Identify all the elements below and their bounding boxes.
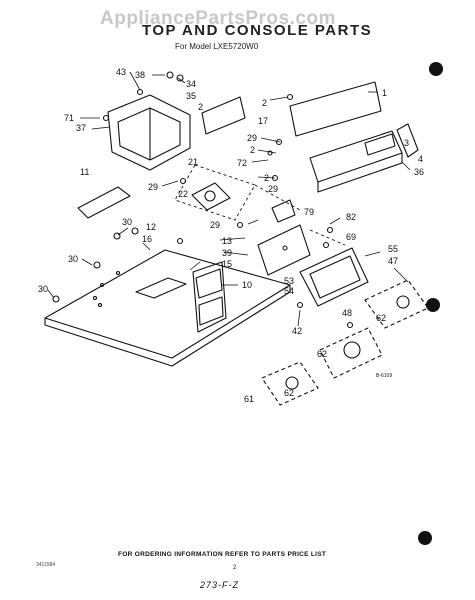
callout-62-b: 62 — [317, 349, 327, 359]
ordering-note: FOR ORDERING INFORMATION REFER TO PARTS … — [118, 551, 327, 558]
callout-numbers: 43 38 34 35 2 71 37 17 2 1 29 2 72 3 4 3… — [38, 67, 424, 404]
knob-group-61 — [261, 361, 319, 406]
callout-17: 17 — [258, 116, 268, 126]
callout-30-c: 30 — [38, 284, 48, 294]
top-panel — [44, 249, 291, 367]
callout-30-b: 30 — [68, 254, 78, 264]
callout-29-c: 29 — [148, 182, 158, 192]
callout-38: 38 — [135, 70, 145, 80]
callout-61: 61 — [244, 394, 254, 404]
callout-69: 69 — [346, 232, 356, 242]
lint-filter-housing — [299, 247, 369, 307]
corner-code: 3411584 — [36, 562, 56, 568]
console-end-left — [107, 94, 191, 171]
callout-4: 4 — [418, 154, 423, 164]
document-code: 273-F-Z — [200, 580, 240, 590]
callout-82: 82 — [346, 212, 356, 222]
binder-hole-top — [429, 62, 443, 76]
callout-10: 10 — [242, 280, 252, 290]
callout-37: 37 — [76, 123, 86, 133]
screw-markers — [52, 71, 354, 329]
callout-36: 36 — [414, 167, 424, 177]
callout-62-a: 62 — [376, 313, 386, 323]
callout-13: 13 — [222, 236, 232, 246]
callout-29-d: 29 — [210, 220, 220, 230]
callout-3: 3 — [404, 138, 409, 148]
callout-62-c: 62 — [284, 388, 294, 398]
callout-30-a: 30 — [122, 217, 132, 227]
callout-2-c: 2 — [250, 145, 255, 155]
callout-43: 43 — [116, 67, 126, 77]
callout-1: 1 — [382, 88, 387, 98]
callout-16: 16 — [142, 234, 152, 244]
callout-22: 22 — [178, 189, 188, 199]
diagram-title: TOP AND CONSOLE PARTS — [142, 22, 373, 39]
page-number: 2 — [233, 565, 237, 571]
callout-53: 53 — [284, 276, 294, 286]
model-label: For Model LXE5720W0 — [175, 42, 259, 51]
switch-assembly — [271, 199, 296, 223]
callout-39: 39 — [222, 248, 232, 258]
callout-79: 79 — [304, 207, 314, 217]
callout-29-a: 29 — [247, 133, 257, 143]
callout-12: 12 — [146, 222, 156, 232]
knob-group-47 — [364, 279, 429, 329]
callout-54: 54 — [284, 286, 294, 296]
insulation-pad — [77, 186, 131, 219]
callout-11: 11 — [80, 167, 89, 177]
callout-34: 34 — [186, 79, 196, 89]
watermark: AppliancePartsPros.com — [100, 8, 336, 29]
lint-chute — [192, 261, 227, 333]
callout-72: 72 — [237, 158, 247, 168]
callout-21: 21 — [188, 157, 198, 167]
callout-55: 55 — [388, 244, 398, 254]
diagram-number: B-6109 — [376, 373, 393, 379]
console-front-panel — [309, 130, 403, 193]
callout-48: 48 — [342, 308, 352, 318]
assembly-leader-lines — [174, 164, 346, 246]
callout-2-a: 2 — [198, 102, 203, 112]
binder-hole-middle — [426, 298, 440, 312]
control-board — [257, 224, 311, 276]
knob-group-48 — [319, 327, 383, 379]
callout-35: 35 — [186, 91, 196, 101]
console-end-cap — [396, 123, 419, 158]
callout-47: 47 — [388, 256, 398, 266]
callout-2-b: 2 — [262, 98, 267, 108]
console-rear-panel — [289, 81, 382, 137]
callout-71: 71 — [64, 113, 74, 123]
callout-15: 15 — [222, 259, 232, 269]
callout-42: 42 — [292, 326, 302, 336]
callout-29-b: 29 — [268, 184, 278, 194]
binder-hole-bottom — [418, 531, 432, 545]
control-panel-17 — [201, 96, 246, 135]
timer-bracket — [191, 182, 231, 211]
callout-2-d: 2 — [264, 173, 269, 183]
